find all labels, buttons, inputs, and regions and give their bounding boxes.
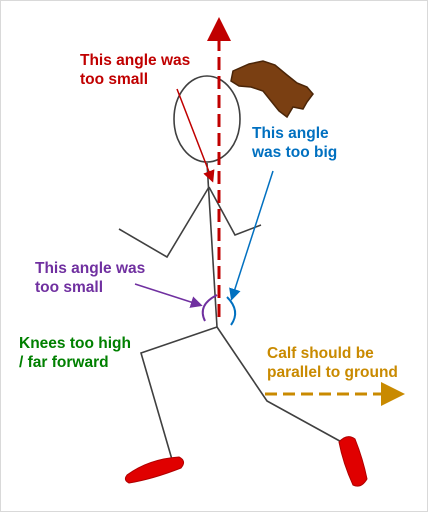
knees-line2: / far forward <box>19 354 109 371</box>
back-arm <box>118 186 210 259</box>
calf-line1: Calf should be <box>267 345 374 362</box>
back-angle-line1: This angle <box>252 125 329 142</box>
back-angle-line2: was too big <box>252 144 338 161</box>
calf-label: Calf should be parallel to ground <box>267 344 398 382</box>
calf-line2: parallel to ground <box>267 364 398 381</box>
front-leg <box>140 326 218 464</box>
head-circle <box>173 75 241 163</box>
hair-shape <box>230 60 314 119</box>
front-arm <box>208 186 262 236</box>
torso-line <box>206 162 218 328</box>
hip-angle-label: This angle was too small <box>35 259 145 297</box>
top-angle-line2: too small <box>80 71 149 88</box>
knees-line1: Knees too high <box>19 335 131 352</box>
knees-label: Knees too high / far forward <box>19 334 131 372</box>
back-shoe <box>338 436 368 487</box>
top-angle-label: This angle was too small <box>80 51 190 89</box>
hip-angle-line1: This angle was <box>35 260 146 277</box>
back-angle-arrow <box>229 170 274 301</box>
hip-angle-arc <box>201 294 218 322</box>
front-shoe <box>124 456 185 484</box>
top-angle-line1: This angle was <box>80 52 191 69</box>
hip-angle-arrow <box>134 283 203 308</box>
top-angle-arrow <box>176 88 215 183</box>
hip-angle-line2: too small <box>35 279 104 296</box>
back-angle-arc <box>226 296 237 326</box>
back-angle-label: This angle was too big <box>252 124 337 162</box>
back-leg <box>216 326 348 446</box>
